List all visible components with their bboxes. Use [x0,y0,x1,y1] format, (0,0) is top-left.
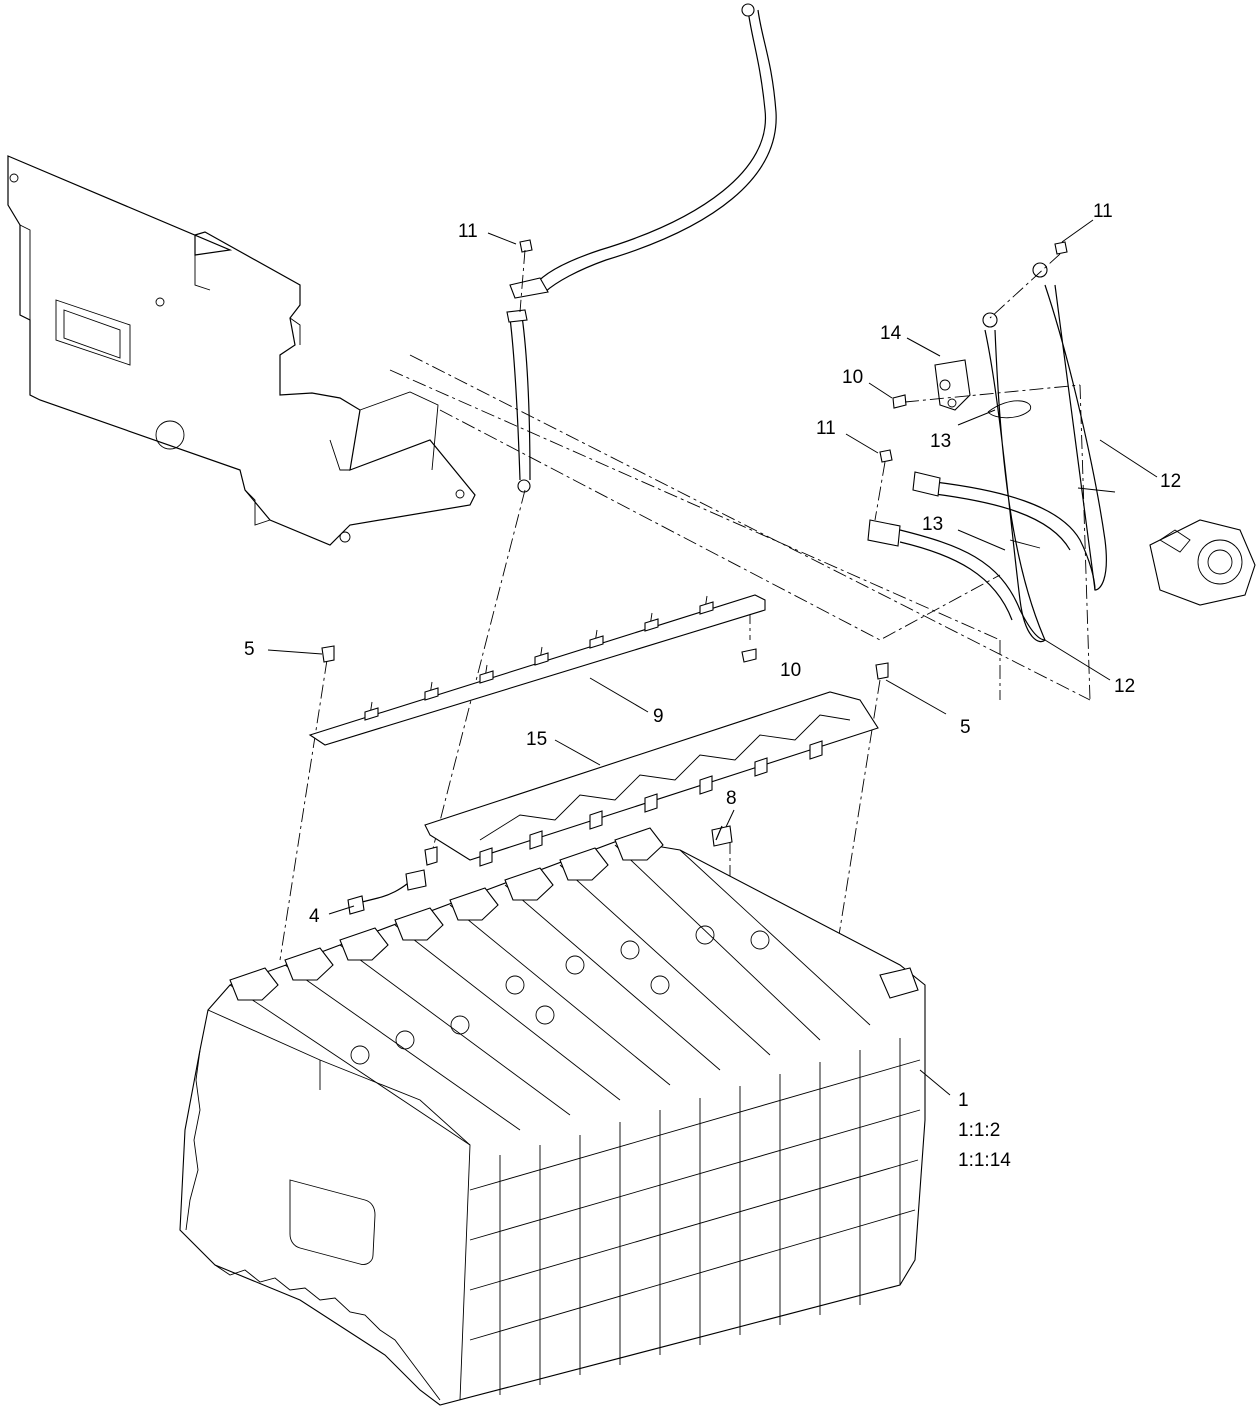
sensor-lead-8 [711,825,733,847]
bolt-10-lower [741,648,757,663]
main-cable-top [509,3,777,299]
bus-bar-15 [424,691,879,867]
relay-switch [1149,519,1256,606]
bolt-5-right [875,662,889,680]
bracket-14 [934,359,971,411]
bolt-5-left [321,645,335,663]
callout-1-qty-1: 1:1:2 [958,1120,1001,1141]
sensor-lead-4 [347,869,427,915]
callout-10-upper: 10 [842,367,864,388]
nut-11-left [519,239,533,253]
callout-11-left: 11 [458,221,478,242]
callout-11-mid: 11 [816,418,836,439]
bolt-10-small [424,846,438,866]
bolt-10-upper [892,394,907,409]
nut-11-right [1054,241,1068,255]
callout-13-upper: 13 [930,431,952,452]
callout-1: 1 [958,1090,969,1111]
callout-14: 14 [880,323,902,344]
short-cable-left [506,309,531,493]
callout-13-lower: 13 [922,514,944,535]
callout-12-lower: 12 [1114,676,1136,697]
nut-11-mid [879,449,893,463]
callout-12-upper: 12 [1160,471,1182,492]
cable-assembly-right [867,262,1116,643]
callout-1-qty-2: 1:1:14 [958,1150,1011,1171]
callout-9: 9 [653,706,664,727]
callout-5-left: 5 [244,639,255,660]
callout-leaders [267,219,1158,1096]
callout-8: 8 [726,788,737,809]
callout-15: 15 [526,729,548,750]
bus-bar-9 [308,594,766,746]
callout-11-right: 11 [1093,201,1113,222]
callout-4: 4 [309,906,320,927]
battery-module-stack [179,827,926,1406]
callout-10-lower: 10 [780,660,802,681]
assembly-centerlines [279,249,1091,961]
callout-5-right: 5 [960,717,971,738]
mounting-bracket [7,155,476,546]
